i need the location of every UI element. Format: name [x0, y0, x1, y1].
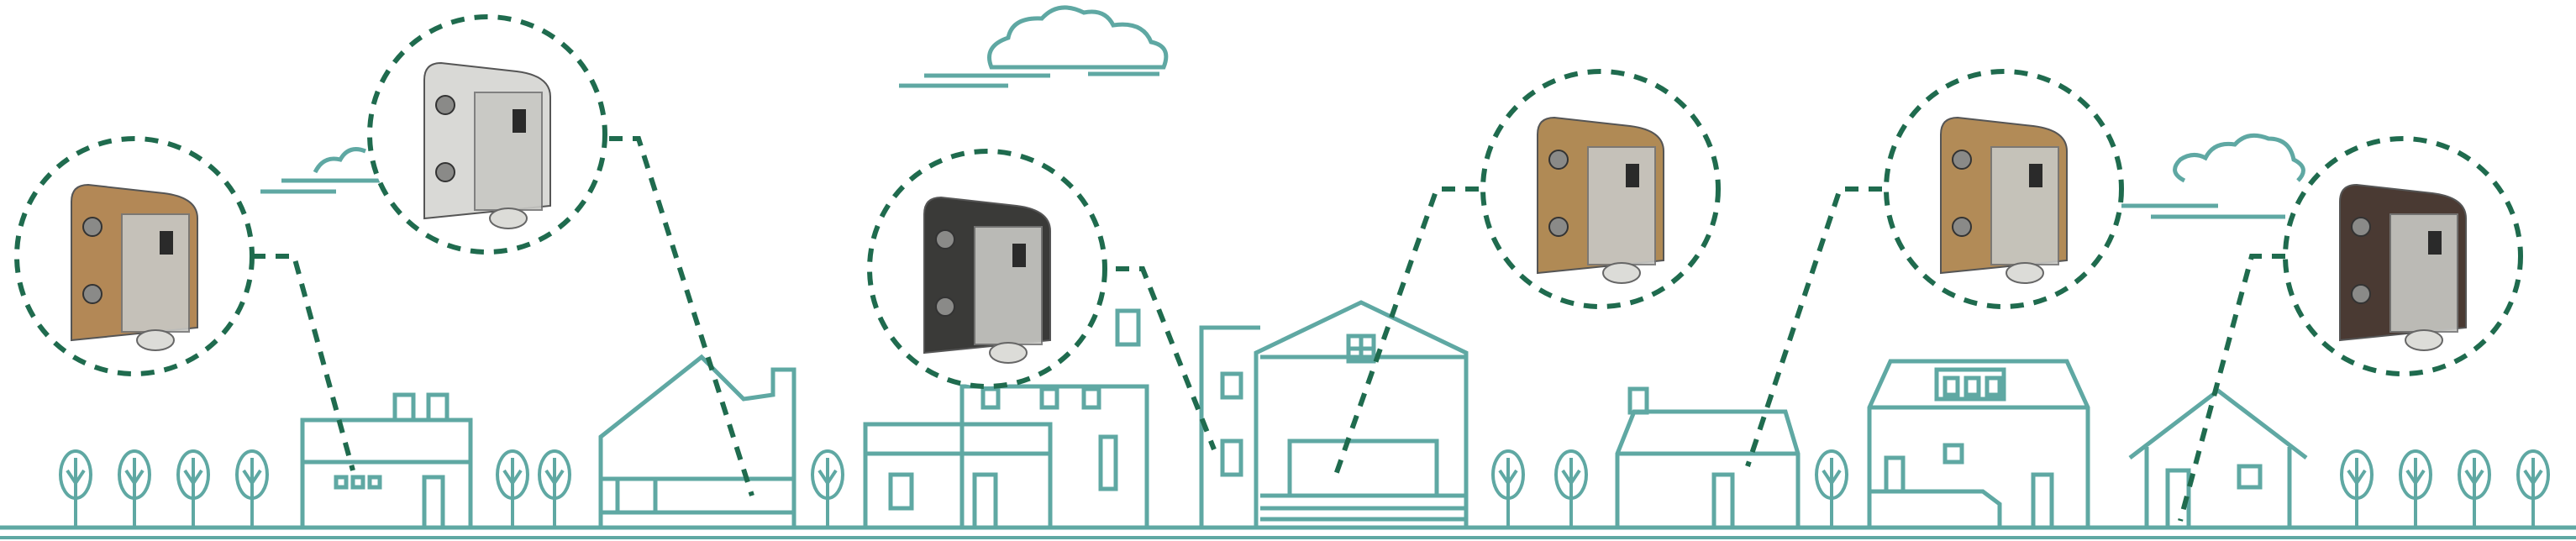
tree	[176, 449, 210, 528]
tree	[2458, 449, 2491, 528]
building-4	[1199, 300, 1469, 528]
cloud-center	[899, 5, 1169, 88]
callouts	[14, 14, 2523, 389]
brown-roller-hardware	[2283, 136, 2523, 376]
tree	[235, 449, 269, 528]
tree	[1554, 449, 1588, 528]
tan-roller-hardware	[14, 136, 255, 376]
tree	[2340, 449, 2374, 528]
tree	[118, 449, 151, 528]
house-5	[1615, 386, 1801, 530]
bronze-roller-hardware-side	[1884, 69, 2124, 309]
cloud-right	[2121, 133, 2305, 219]
cloud-left	[260, 147, 382, 194]
tree	[811, 449, 844, 528]
bronze-roller-hardware-front	[1480, 69, 1721, 309]
tree	[2399, 449, 2432, 528]
connectors	[252, 136, 2285, 522]
tree	[2516, 449, 2550, 528]
tree	[1815, 449, 1848, 528]
tree	[1491, 449, 1525, 528]
trees	[59, 449, 2550, 528]
tree	[538, 449, 571, 528]
white-roller-hardware	[367, 14, 607, 255]
tree	[59, 449, 92, 528]
black-roller-hardware	[867, 149, 1107, 389]
house-1	[300, 392, 473, 530]
house-7	[2128, 387, 2308, 530]
building-3	[863, 308, 1149, 530]
house-2	[598, 354, 796, 530]
tree	[496, 449, 529, 528]
house-6	[1867, 359, 2090, 530]
